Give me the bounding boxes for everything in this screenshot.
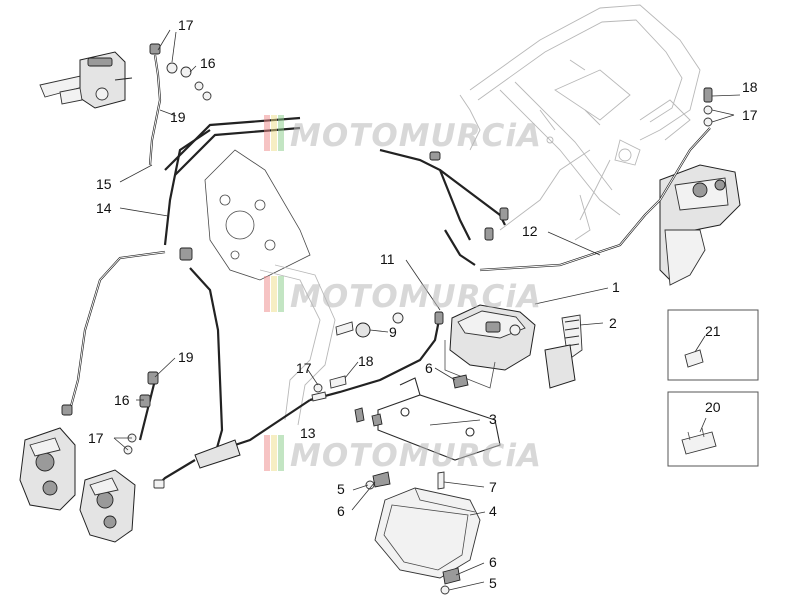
callout-4: 4 xyxy=(489,503,497,519)
leader-lines xyxy=(113,29,741,591)
callout-5: 5 xyxy=(489,575,497,591)
callout-9: 9 xyxy=(389,324,397,340)
rear-brake-caliper xyxy=(659,164,741,286)
mounting-plate xyxy=(204,149,336,426)
watermark-text-2: MOTOMURCiA xyxy=(290,279,542,315)
callout-17: 17 xyxy=(742,107,758,123)
frame-assembly xyxy=(459,4,701,241)
inset-box-20 xyxy=(667,391,759,467)
watermark-logo-2: MOTOMURCiA xyxy=(264,276,542,315)
abs-bracket xyxy=(377,377,501,461)
callout-16: 16 xyxy=(114,392,130,408)
callout-1: 1 xyxy=(612,279,620,295)
callout-13: 13 xyxy=(300,425,316,441)
callout-2: 2 xyxy=(609,315,617,331)
callout-3: 3 xyxy=(489,411,497,427)
watermark-text-1: MOTOMURCiA xyxy=(290,118,542,154)
callout-17: 17 xyxy=(296,360,312,376)
abs-cover xyxy=(374,487,481,579)
callout-15: 15 xyxy=(96,176,112,192)
watermark-logo-1: MOTOMURCiA xyxy=(264,115,542,154)
callout-6: 6 xyxy=(425,360,433,376)
watermarks: MOTOMURCiA MOTOMURCiA MOTOMURCiA xyxy=(264,115,542,474)
brake-hoses xyxy=(68,54,711,456)
callout-7: 7 xyxy=(489,479,497,495)
inset-box-21 xyxy=(667,309,759,381)
front-master-cylinder xyxy=(39,51,133,109)
callout-18: 18 xyxy=(358,353,374,369)
callout-11: 11 xyxy=(380,251,395,267)
small-hardware xyxy=(153,312,469,595)
callout-12: 12 xyxy=(522,223,538,239)
callout-17: 17 xyxy=(178,17,194,33)
callout-6: 6 xyxy=(337,503,345,519)
callout-numbers: 17 16 19 15 14 18 17 12 11 1 2 9 18 17 6… xyxy=(88,17,758,591)
front-brake-caliper-right xyxy=(79,469,136,543)
callout-16: 16 xyxy=(200,55,216,71)
callout-6: 6 xyxy=(489,554,497,570)
callout-14: 14 xyxy=(96,200,112,216)
watermark-text-3: MOTOMURCiA xyxy=(290,438,542,474)
wiring-connector xyxy=(544,314,583,389)
callout-17: 17 xyxy=(88,430,104,446)
abs-modulator-unit xyxy=(444,304,536,389)
callout-19: 19 xyxy=(178,349,194,365)
callout-19: 19 xyxy=(170,109,186,125)
callout-20: 20 xyxy=(705,399,721,415)
callout-5: 5 xyxy=(337,481,345,497)
front-brake-caliper-left xyxy=(19,427,76,511)
callout-18: 18 xyxy=(742,79,758,95)
watermark-logo-3: MOTOMURCiA xyxy=(264,435,542,474)
callout-21: 21 xyxy=(705,323,721,339)
